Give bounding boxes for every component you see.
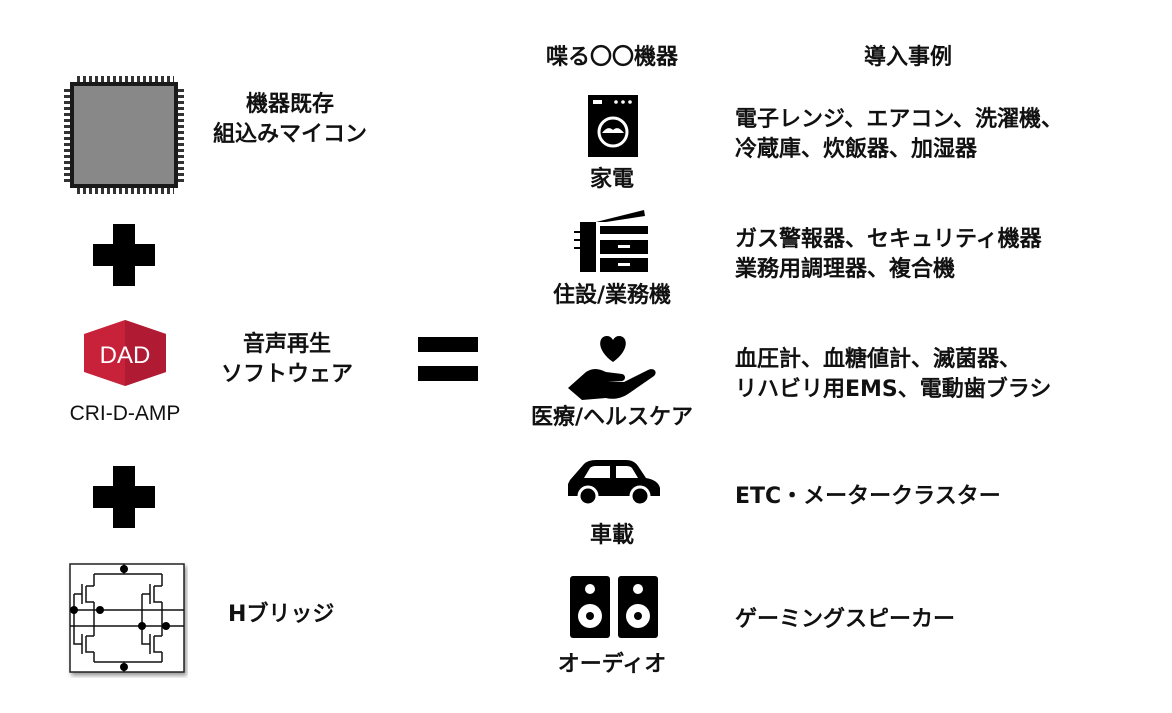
hand-heart-icon	[568, 336, 656, 400]
case-text: 冷蔵庫、炊飯器、加湿器	[735, 137, 978, 162]
washing-machine-icon	[588, 95, 638, 157]
category-label: 家電	[589, 167, 635, 192]
logo-badge-text: DAD	[100, 342, 151, 369]
category-label: オーディオ	[557, 652, 667, 677]
car-icon	[568, 460, 660, 504]
cri-d-amp-logo-text: CRI-D-AMP	[69, 402, 181, 425]
software-label-1: 音声再生	[242, 332, 332, 357]
cases-header: 導入事例	[863, 45, 953, 70]
plus-icon	[93, 466, 155, 528]
case-text: ガス警報器、セキュリティ機器	[735, 227, 1042, 252]
category-label: 住設/業務機	[552, 283, 672, 308]
case-text: リハビリ用EMS、電動歯ブラシ	[735, 377, 1052, 402]
category-label: 医療/ヘルスケア	[530, 405, 694, 430]
devices-header: 喋る〇〇機器	[545, 45, 679, 70]
h-bridge-label: Hブリッジ	[228, 602, 335, 627]
case-text: 業務用調理器、複合機	[735, 257, 956, 282]
mcu-label-2: 組込みマイコン	[212, 122, 368, 147]
category-label: 車載	[589, 523, 635, 548]
equals-icon	[418, 337, 478, 352]
case-text: 血圧計、血糖値計、滅菌器、	[735, 347, 1022, 372]
copier-icon	[574, 210, 648, 272]
case-text: ETC・メータークラスター	[735, 484, 1001, 509]
h-bridge-circuit-icon	[69, 563, 185, 673]
mcu-label-1: 機器既存	[245, 92, 335, 117]
software-label-2: ソフトウェア	[220, 362, 354, 387]
case-text: ゲーミングスピーカー	[735, 607, 956, 632]
microcontroller-chip-icon	[64, 76, 184, 194]
dad-logo-badge: DAD	[84, 320, 166, 386]
plus-icon	[93, 224, 155, 286]
case-text: 電子レンジ、エアコン、洗濯機、	[735, 107, 1064, 132]
speaker-icon	[570, 576, 658, 638]
equals-icon-bar	[418, 366, 478, 381]
